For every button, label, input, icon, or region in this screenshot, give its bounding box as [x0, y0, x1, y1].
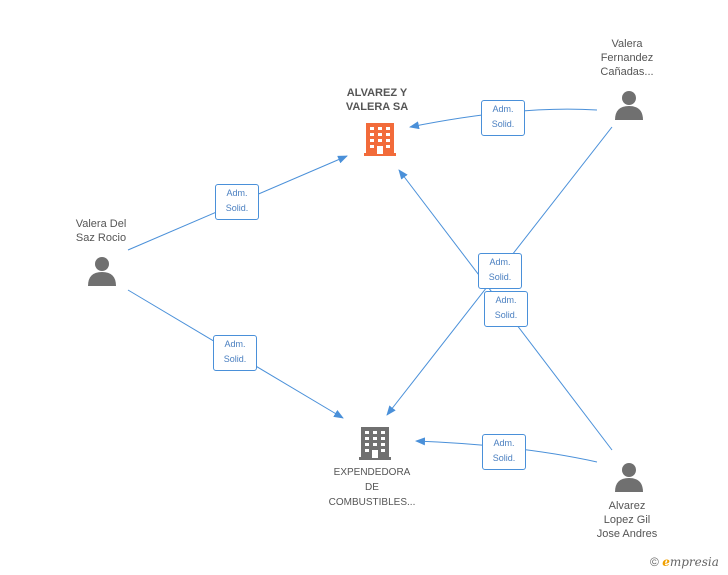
person-icon[interactable]	[615, 91, 643, 120]
edge-label[interactable]: Adm. Solid.	[215, 184, 259, 220]
company-name-line: COMBUSTIBLES...	[328, 497, 416, 508]
company-label-expendedora[interactable]: EXPENDEDORA DE COMBUSTIBLES...	[320, 465, 424, 510]
edge-label[interactable]: Adm. Solid.	[478, 253, 522, 289]
edge-label-line: Adm.	[224, 339, 246, 349]
person-name-line: Jose Andres	[596, 528, 658, 540]
edge-label[interactable]: Adm. Solid.	[481, 100, 525, 136]
edge-label-line: Solid.	[223, 354, 247, 364]
edge-label-line: Solid.	[494, 310, 518, 320]
edge-label-line: Adm.	[226, 188, 248, 198]
building-icon[interactable]	[359, 427, 391, 460]
edge-label-line: Adm.	[489, 257, 511, 267]
edge-label[interactable]: Adm. Solid.	[482, 434, 526, 470]
person-name-line: Valera	[611, 38, 643, 50]
company-name-line: ALVAREZ Y	[346, 87, 408, 99]
person-name-line: Valera Del	[75, 218, 127, 230]
edge-label-line: Solid.	[488, 272, 512, 282]
edge-label-line: Adm.	[493, 438, 515, 448]
person-label-alvarez-lopez[interactable]: Alvarez Lopez Gil Jose Andres	[584, 499, 670, 541]
person-icon[interactable]	[88, 257, 116, 286]
person-icon[interactable]	[615, 463, 643, 492]
company-name-line: VALERA SA	[345, 101, 409, 113]
brand-logo: empresia	[662, 555, 719, 569]
person-name-line: Cañadas...	[600, 66, 654, 78]
person-name-line: Saz Rocio	[75, 232, 127, 244]
person-name-line: Lopez Gil	[603, 514, 651, 526]
edge-label-line: Solid.	[225, 203, 249, 213]
footer-brand: © empresia	[650, 555, 719, 569]
company-name-line: EXPENDEDORA	[333, 467, 411, 478]
building-icon[interactable]	[364, 123, 396, 156]
company-name-line: DE	[365, 482, 379, 493]
person-label-valera-del-saz[interactable]: Valera Del Saz Rocio	[58, 217, 144, 245]
edge-label-line: Adm.	[492, 104, 514, 114]
edge-label[interactable]: Adm. Solid.	[484, 291, 528, 327]
person-label-valera-fernandez[interactable]: Valera Fernandez Cañadas...	[584, 37, 670, 79]
company-label-alvarez-valera[interactable]: ALVAREZ Y VALERA SA	[330, 86, 424, 114]
edge-label-line: Adm.	[495, 295, 517, 305]
person-name-line: Fernandez	[600, 52, 654, 64]
copyright-icon: ©	[650, 555, 659, 569]
person-name-line: Alvarez	[608, 500, 646, 512]
edge-label[interactable]: Adm. Solid.	[213, 335, 257, 371]
edge-label-line: Solid.	[491, 119, 515, 129]
edge-label-line: Solid.	[492, 453, 516, 463]
